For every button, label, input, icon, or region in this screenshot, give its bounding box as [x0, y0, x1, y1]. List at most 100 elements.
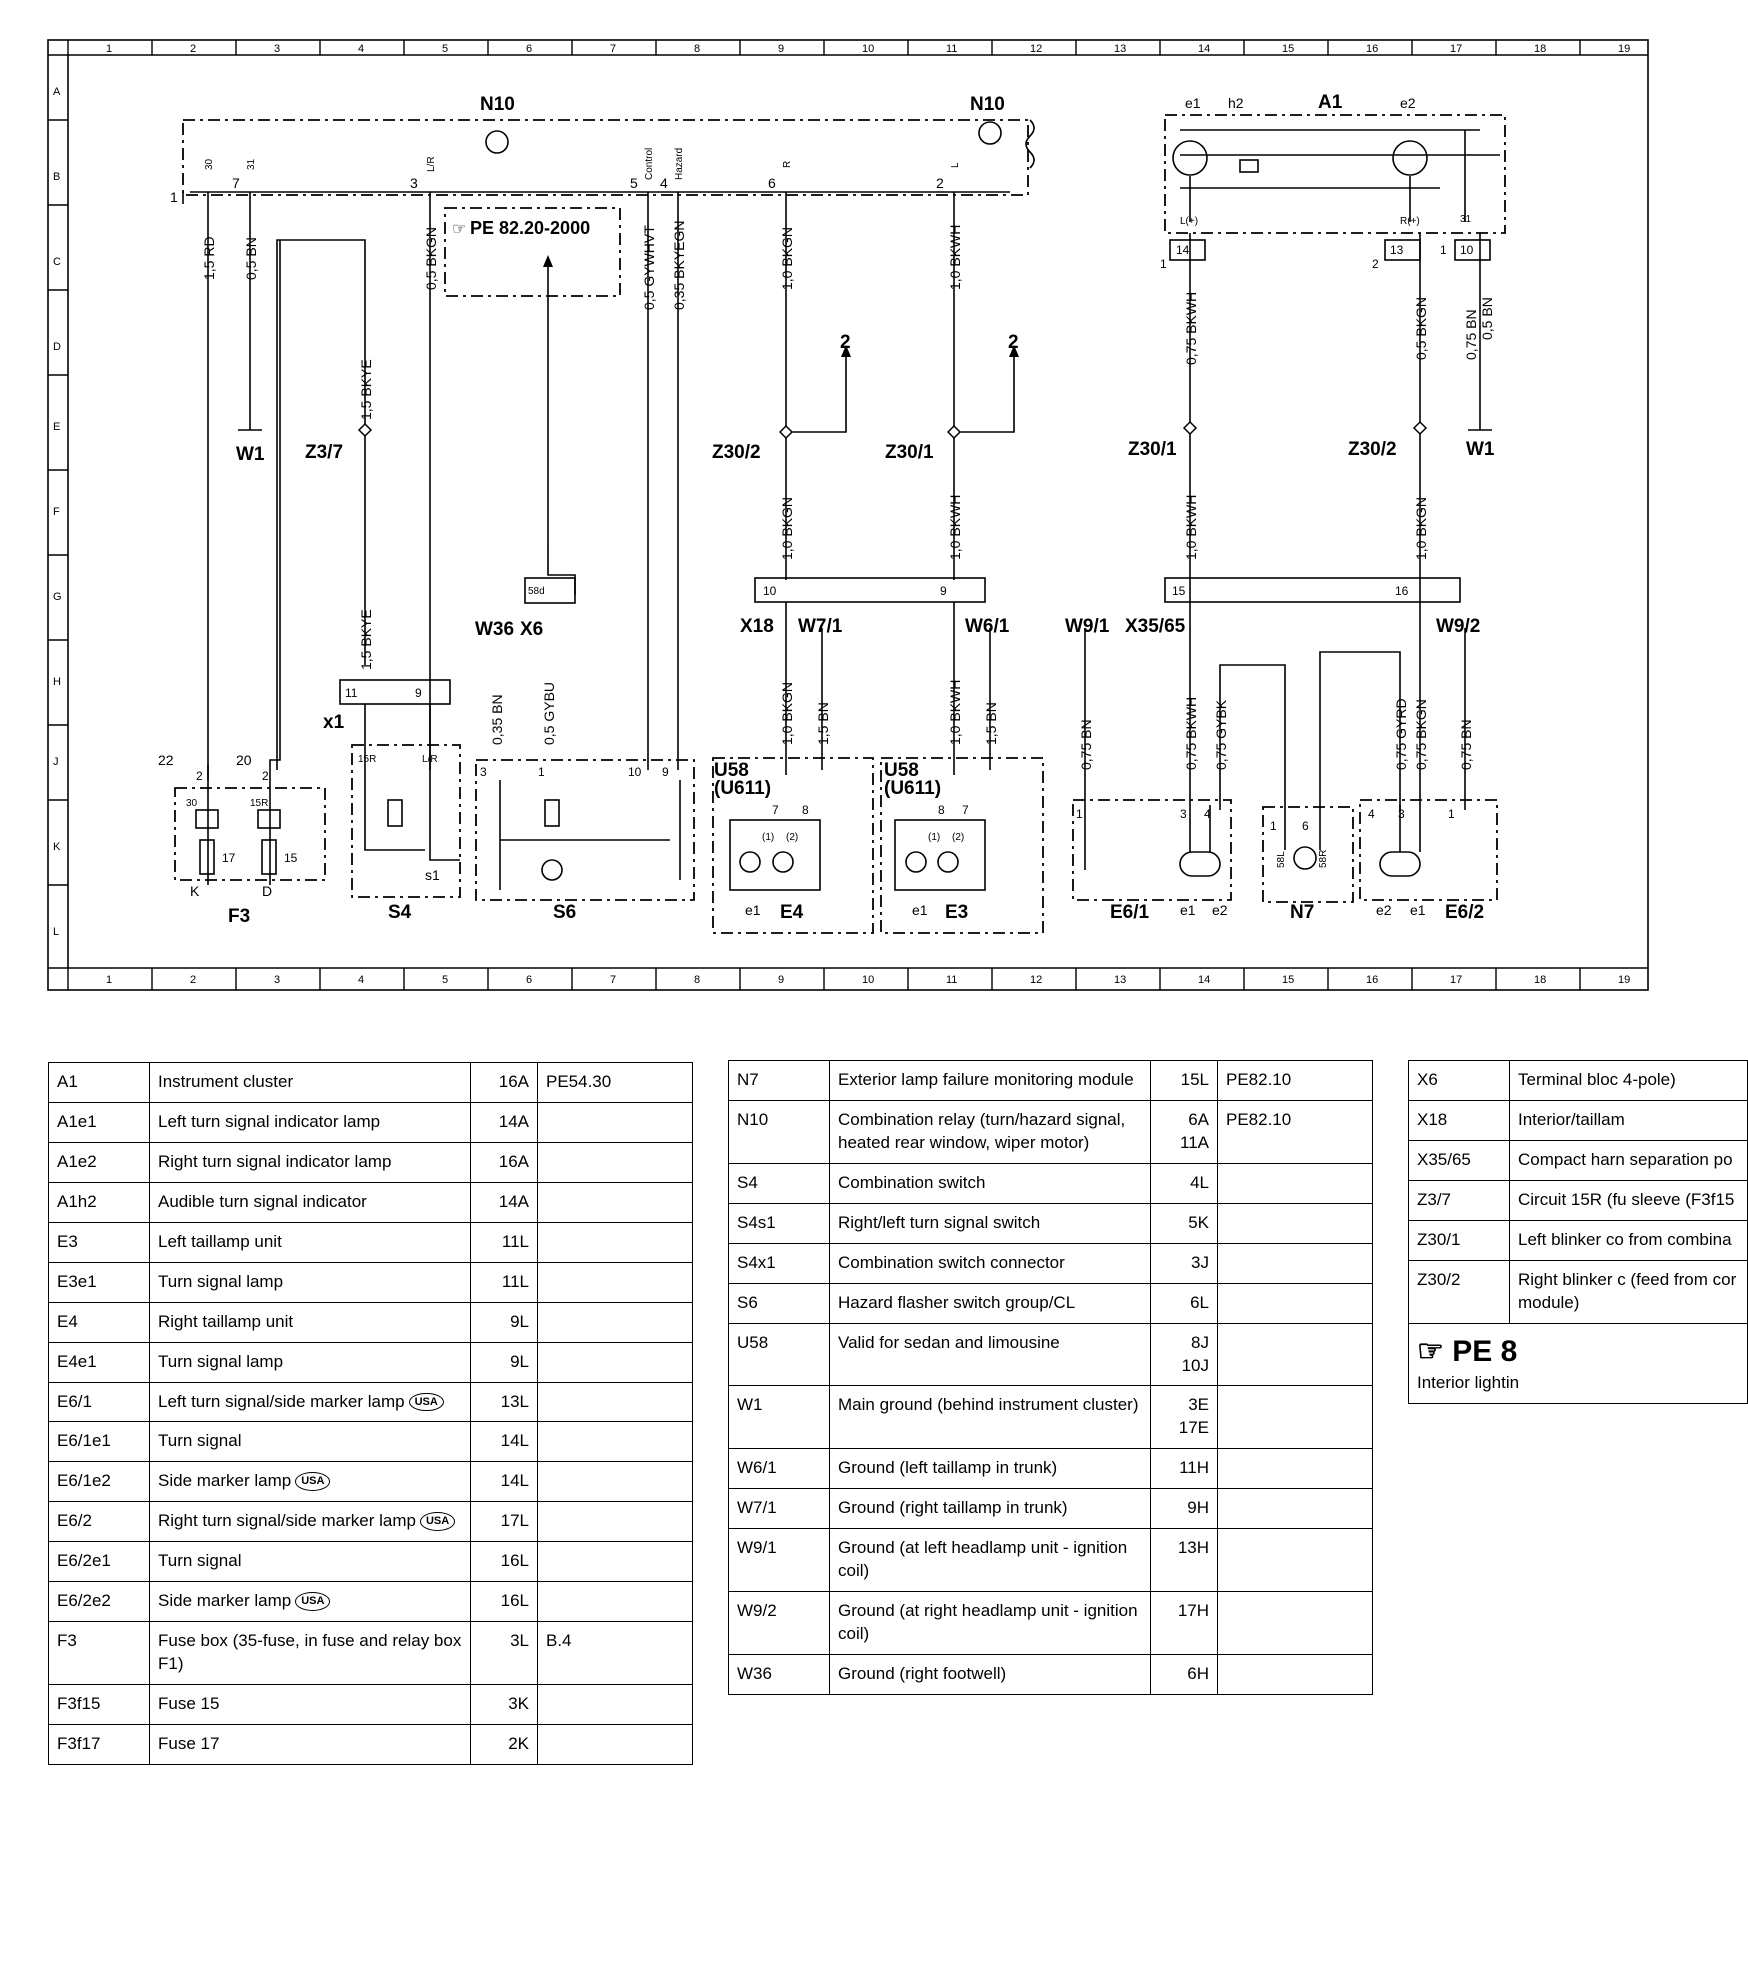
grid-column-label: 2 [190, 974, 196, 986]
legend-grid-ref: 3L [470, 1621, 538, 1685]
legend-grid-ref: 16L [470, 1581, 538, 1623]
legend-grid-ref: 15L [1150, 1060, 1218, 1101]
grid-column-label: 14 [1198, 974, 1210, 986]
n10-pin-7: 7 [232, 175, 240, 191]
wire-label: 0,5 GYWHVT [641, 225, 657, 310]
legend-page-ref [1217, 1282, 1373, 1324]
legend-description: Interior/taillam [1509, 1099, 1748, 1141]
e4-label: E4 [780, 902, 804, 923]
pe-reference-text: PE 8 [1452, 1334, 1518, 1368]
pin-label: R(+) [1400, 216, 1420, 227]
z30-1-right-label: Z30/1 [1128, 439, 1177, 460]
wire-label: 0,5 BN [243, 237, 259, 280]
pin-label: 58R [1318, 850, 1329, 868]
e4-box [712, 757, 874, 934]
legend-code: S4s1 [728, 1202, 830, 1244]
wire-label: 0,75 BKGN [1413, 699, 1429, 770]
a1-e2-label: e2 [1400, 95, 1416, 111]
legend-description: Ground (at left headlamp unit - ignition… [829, 1528, 1151, 1593]
grid-column-label: 10 [862, 43, 874, 55]
legend-code: W9/2 [728, 1591, 830, 1655]
n10-term-31: 31 [246, 158, 257, 170]
legend-page-ref [537, 1221, 693, 1263]
legend-description: Turn signal lamp [149, 1341, 471, 1383]
legend-description: Right blinker c (feed from cor module) [1509, 1259, 1748, 1324]
x18-label: X18 [740, 616, 774, 637]
legend-page-ref [1217, 1528, 1373, 1593]
grid-column-label: 12 [1030, 43, 1042, 55]
legend-grid-ref: 6H [1150, 1653, 1218, 1695]
w1-left-label: W1 [236, 444, 265, 465]
wire-label: 1,5 BN [815, 702, 831, 745]
wiring-diagram: 1122334455667788991010111112121313141415… [47, 39, 1649, 991]
wire-label: 1,0 BKWH [1183, 495, 1199, 560]
grid-column-label: 5 [442, 974, 448, 986]
legend-grid-ref: 14A [470, 1181, 538, 1223]
legend-description: Combination switch connector [829, 1242, 1151, 1284]
legend-grid-ref: 3J [1150, 1242, 1218, 1284]
pin-label: 10 [763, 584, 777, 598]
legend-code: N10 [728, 1099, 830, 1164]
grid-column-label: 3 [274, 974, 280, 986]
legend-description: Left taillamp unit [149, 1221, 471, 1263]
legend-description: Compact harn separation po [1509, 1139, 1748, 1181]
arrow-2-label: 2 [840, 332, 851, 353]
pointing-hand-icon: ☞ [452, 221, 466, 238]
grid-row-label: G [53, 591, 62, 603]
legend-grid-ref: 16A [470, 1141, 538, 1183]
grid-column-label: 16 [1366, 974, 1378, 986]
n10-pin-4: 4 [660, 175, 668, 191]
legend-code: W36 [728, 1653, 830, 1695]
arrow-2-label: 2 [1008, 332, 1019, 353]
legend-code: S6 [728, 1282, 830, 1324]
grid-column-label: 7 [610, 974, 616, 986]
legend-grid-ref: 16A [470, 1062, 538, 1103]
legend-page-ref [537, 1421, 693, 1463]
w6-1-label: W6/1 [965, 616, 1010, 637]
legend-description: Ground (right footwell) [829, 1653, 1151, 1695]
legend-page-ref [537, 1541, 693, 1583]
legend-page-ref [1217, 1385, 1373, 1450]
grid-row-label: B [53, 171, 60, 183]
legend-grid-ref: 3K [470, 1684, 538, 1725]
legend-grid-ref: 11H [1150, 1448, 1218, 1490]
legend-grid-ref: 11L [470, 1261, 538, 1303]
s6-box [475, 759, 695, 901]
wire-label: 0,5 GYBU [541, 682, 557, 745]
usa-badge-icon: USA [295, 1472, 331, 1492]
legend-description: Fuse box (35-fuse, in fuse and relay box… [149, 1621, 471, 1685]
grid-row-label: A [53, 86, 61, 98]
legend-grid-ref: 9L [470, 1341, 538, 1383]
legend-code: Z30/1 [1408, 1219, 1510, 1261]
grid-column-label: 15 [1282, 43, 1294, 55]
legend-grid-ref: 4L [1150, 1162, 1218, 1204]
legend-page-ref [1217, 1653, 1373, 1695]
w1-right-label: W1 [1466, 439, 1495, 460]
wire-label: 1,0 BKGN [779, 227, 795, 290]
pin-label: 3 [480, 765, 487, 779]
u611-label: (U611) [714, 778, 771, 799]
legend-code: U58 [728, 1322, 830, 1387]
pin-label: L(+) [1180, 216, 1198, 227]
f3-k-label: K [190, 883, 200, 899]
n10-term-l: L [950, 162, 961, 168]
wire-label: 0,35 BN [489, 694, 505, 745]
grid-row-label: L [53, 926, 59, 938]
a1-label: A1 [1318, 92, 1343, 113]
legend-code: A1h2 [48, 1181, 150, 1223]
grid-column-label: 17 [1450, 974, 1462, 986]
pin-label: 2 [1372, 257, 1379, 271]
pin-label: 1 [1440, 243, 1447, 257]
legend-page-ref [1217, 1242, 1373, 1284]
legend-code: E6/2 [48, 1501, 150, 1543]
u58-label: U58 [884, 760, 919, 781]
legend-grid-ref: 6A 11A [1150, 1099, 1218, 1164]
